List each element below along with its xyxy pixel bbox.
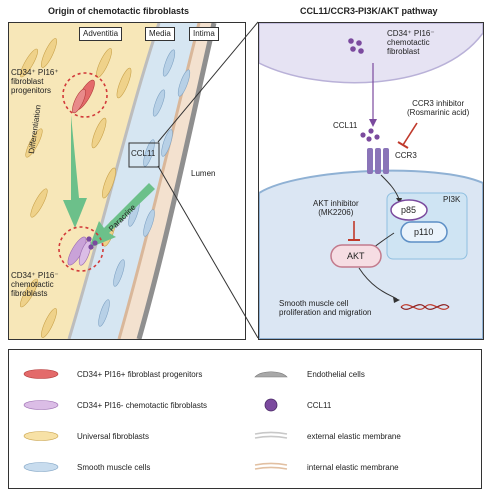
akt-node [330, 244, 382, 268]
dna-helix-icon [400, 304, 450, 310]
artery-wall-illustration [9, 23, 217, 339]
layer-label-adventitia: Adventitia [79, 27, 123, 41]
origin-panel: Adventitia Media Intima CD34⁺ PI16⁺ fibr… [8, 22, 246, 340]
lumen-label: Lumen [191, 169, 216, 178]
layer-label-intima: Intima [189, 27, 219, 41]
legend-item-progenitors: CD34+ PI16+ fibroblast progenitors [19, 366, 202, 382]
pathway-panel: CD34⁺ PI16⁻ chemotactic fibroblast CCL11… [258, 22, 484, 340]
progenitor-circle [62, 72, 108, 118]
legend-item-external-membrane: external elastic membrane [249, 428, 401, 444]
internal-membrane-icon [249, 459, 293, 475]
legend-item-universal: Universal fibroblasts [19, 428, 149, 444]
akt-label: AKT [347, 251, 365, 261]
p110-node [400, 221, 448, 243]
ccl11-dot-icon [249, 397, 293, 413]
internal-elastic-membrane [117, 23, 201, 339]
p110-label: p110 [414, 227, 434, 237]
adventitia-layer [9, 23, 159, 339]
ccr3-inhibitor-bar [402, 122, 418, 146]
red-fibroblast-icon [19, 366, 63, 382]
legend-item-internal-membrane: internal elastic membrane [249, 459, 399, 475]
differentiation-arrow [63, 115, 87, 228]
legend: CD34+ PI16+ fibroblast progenitors Endot… [8, 349, 482, 489]
progenitor-label: CD34⁺ PI16⁺ fibroblast progenitors [11, 68, 59, 95]
zoom-connectors [157, 21, 259, 339]
right-panel-title: CCL11/CCR3-PI3K/AKT pathway [300, 6, 438, 16]
akt-inhibitor-label: AKT inhibitor (MK2206) [313, 199, 359, 217]
layer-label-media: Media [145, 27, 175, 41]
paracrine-arrow [89, 183, 155, 248]
legend-item-endothelial: Endothelial cells [249, 366, 365, 382]
left-panel-title: Origin of chemotactic fibroblasts [48, 6, 190, 16]
endothelial-layer [136, 23, 217, 339]
p85-label: p85 [401, 205, 417, 215]
legend-item-chemotactic: CD34+ PI16- chemotactic fibroblasts [19, 397, 207, 413]
source-cell [259, 23, 483, 84]
smooth-muscle-icon [19, 459, 63, 475]
outcome-label: Smooth muscle cell proliferation and mig… [279, 299, 372, 317]
ccl11-zoom-box [128, 142, 160, 168]
media-layer [69, 23, 199, 339]
legend-item-ccl11: CCL11 [249, 397, 331, 413]
ccl11-label-left: CCL11 [131, 149, 156, 158]
ccr3-inhibitor-label: CCR3 inhibitor (Rosmarinic acid) [407, 99, 470, 117]
ccl11-label-right: CCL11 [333, 121, 358, 130]
legend-item-smooth-muscle: Smooth muscle cells [19, 459, 150, 475]
yellow-fibroblast-icon [19, 428, 63, 444]
pathway-illustration [259, 23, 483, 339]
chemotactic-label: CD34⁺ PI16⁻ chemotactic fibroblasts [11, 271, 59, 298]
external-membrane-icon [249, 428, 293, 444]
p85-node [390, 199, 428, 221]
source-cell-label: CD34⁺ PI16⁻ chemotactic fibroblast [387, 29, 435, 56]
endothelial-cell-icon [249, 366, 293, 382]
purple-fibroblast-icon [19, 397, 63, 413]
ccr3-label: CCR3 [395, 151, 417, 160]
chemotactic-circle [58, 226, 104, 272]
ccr3-receptor [367, 148, 373, 174]
pi3k-label: PI3K [443, 195, 461, 204]
